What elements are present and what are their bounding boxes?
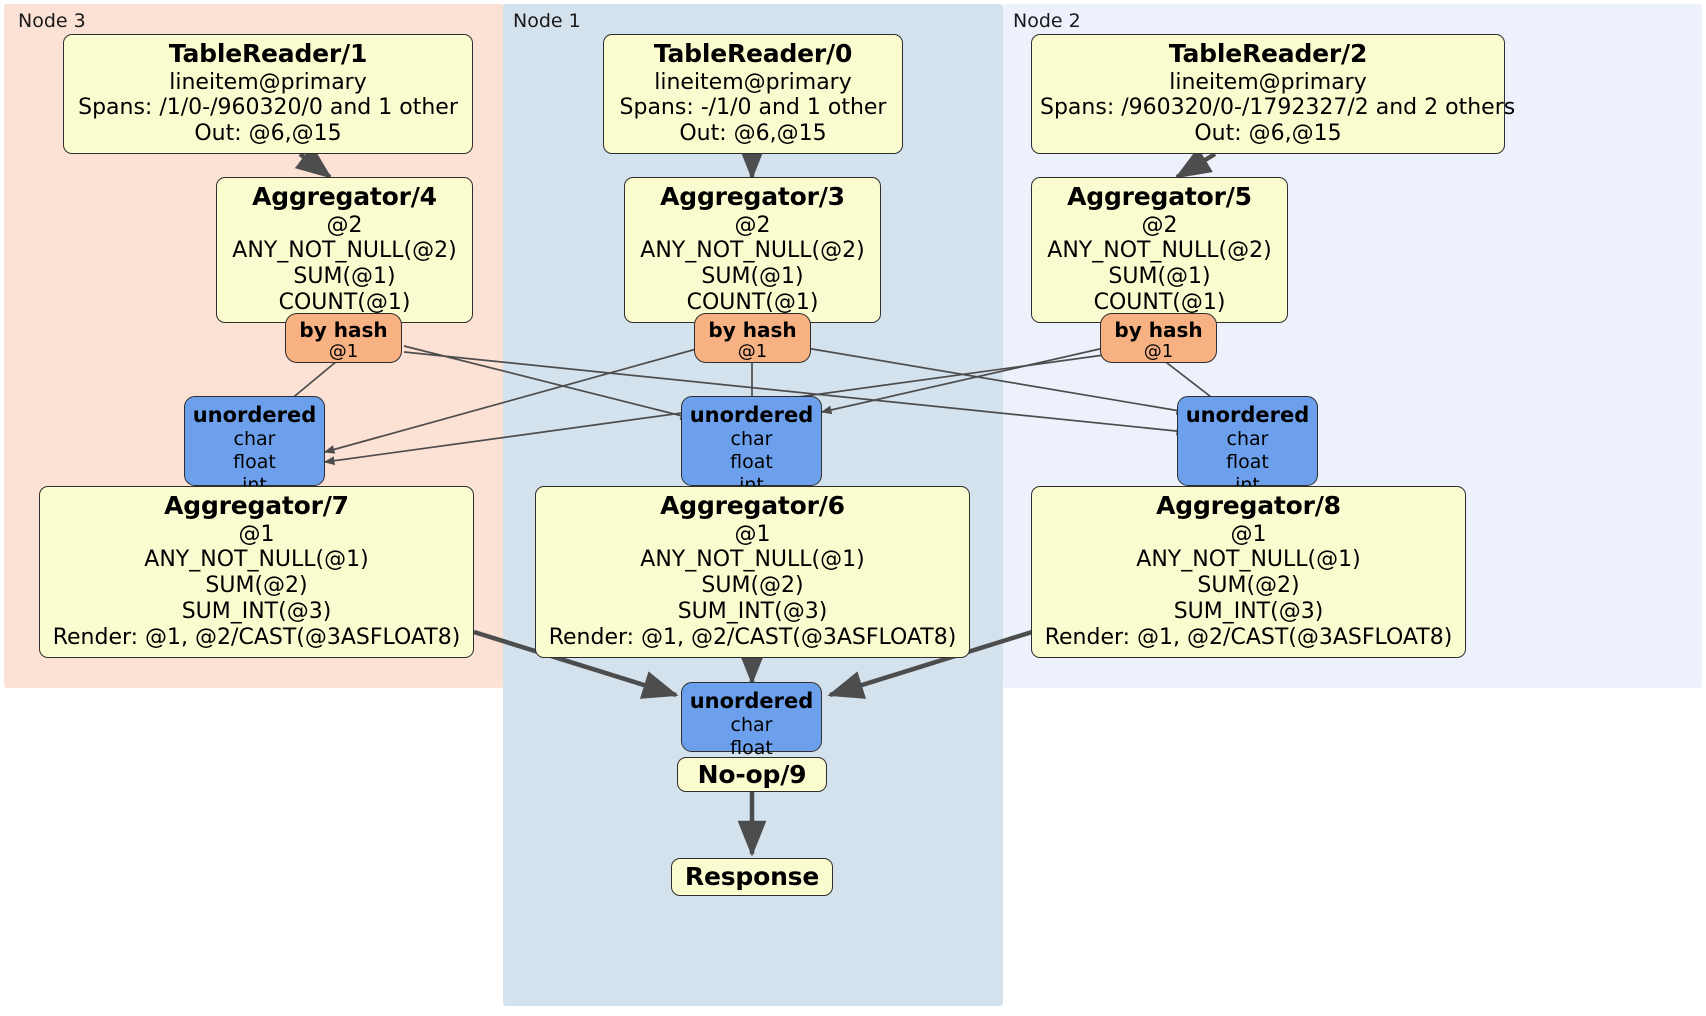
processor-line: Out: @6,@15 [679, 121, 827, 147]
processor-aggregator-3[interactable]: Aggregator/3 @2 ANY_NOT_NULL(@2) SUM(@1)… [624, 177, 881, 324]
sync-line: char [730, 428, 773, 451]
processor-title: Aggregator/4 [252, 182, 437, 211]
synchronizer-unordered-final[interactable]: unordered char float [681, 682, 822, 759]
processor-aggregator-6[interactable]: Aggregator/6 @1 ANY_NOT_NULL(@1) SUM(@2)… [535, 486, 970, 659]
processor-line: @2 [734, 212, 771, 238]
processor-title: Aggregator/5 [1067, 182, 1252, 211]
router-by-hash-node2[interactable]: by hash @1 [1100, 313, 1217, 363]
router-title: by hash [1114, 318, 1203, 342]
processor-line: Spans: /960320/0-/1792327/2 and 2 others [1040, 95, 1516, 121]
processor-title: TableReader/2 [1168, 39, 1368, 68]
node-label-node1: Node 1 [513, 10, 581, 32]
processor-tablereader-2[interactable]: TableReader/2 lineitem@primary Spans: /9… [1031, 34, 1516, 155]
processor-aggregator-4[interactable]: Aggregator/4 @2 ANY_NOT_NULL(@2) SUM(@1)… [216, 177, 473, 324]
sync-line: float [730, 450, 773, 473]
processor-line: COUNT(@1) [278, 290, 411, 316]
processor-line: @1 [1230, 521, 1267, 547]
sync-line: float [730, 736, 773, 759]
processor-line: SUM(@2) [1197, 573, 1300, 599]
processor-line: Out: @6,@15 [1194, 121, 1342, 147]
processor-line: @1 [238, 521, 275, 547]
sync-line: float [233, 450, 276, 473]
sync-line: char [730, 714, 773, 737]
processor-title: Aggregator/7 [164, 491, 349, 520]
sync-line: char [1226, 428, 1269, 451]
processor-line: Render: @1, @2/CAST(@3ASFLOAT8) [52, 625, 461, 651]
processor-line: lineitem@primary [1169, 69, 1367, 95]
processor-response[interactable]: Response [671, 858, 833, 896]
processor-line: SUM_INT(@3) [677, 599, 828, 625]
sync-title: unordered [689, 403, 814, 427]
processor-title: No-op/9 [697, 759, 807, 789]
node-label-node3: Node 3 [18, 10, 86, 32]
router-title: by hash [299, 318, 388, 342]
processor-line: ANY_NOT_NULL(@2) [1047, 238, 1272, 264]
sync-title: unordered [192, 403, 317, 427]
router-by-hash-node1[interactable]: by hash @1 [694, 313, 811, 363]
processor-noop-9[interactable]: No-op/9 [677, 757, 827, 792]
processor-title: Aggregator/3 [660, 182, 845, 211]
processor-line: lineitem@primary [169, 69, 367, 95]
processor-title: Aggregator/8 [1156, 491, 1341, 520]
processor-line: ANY_NOT_NULL(@2) [232, 238, 457, 264]
sync-title: unordered [1185, 403, 1310, 427]
processor-title: TableReader/1 [168, 39, 368, 68]
processor-line: SUM_INT(@3) [1173, 599, 1324, 625]
processor-line: Spans: -/1/0 and 1 other [619, 95, 887, 121]
processor-line: @1 [734, 521, 771, 547]
processor-line: ANY_NOT_NULL(@1) [640, 547, 865, 573]
processor-line: @2 [1141, 212, 1178, 238]
processor-title: Response [684, 862, 820, 892]
processor-aggregator-7[interactable]: Aggregator/7 @1 ANY_NOT_NULL(@1) SUM(@2)… [39, 486, 474, 659]
processor-line: ANY_NOT_NULL(@1) [1136, 547, 1361, 573]
processor-line: @2 [326, 212, 363, 238]
processor-aggregator-8[interactable]: Aggregator/8 @1 ANY_NOT_NULL(@1) SUM(@2)… [1031, 486, 1466, 659]
processor-tablereader-1[interactable]: TableReader/1 lineitem@primary Spans: /1… [63, 34, 473, 155]
processor-aggregator-5[interactable]: Aggregator/5 @2 ANY_NOT_NULL(@2) SUM(@1)… [1031, 177, 1288, 324]
processor-title: TableReader/0 [653, 39, 853, 68]
processor-line: ANY_NOT_NULL(@1) [144, 547, 369, 573]
processor-title: Aggregator/6 [660, 491, 845, 520]
processor-line: SUM(@1) [701, 264, 804, 290]
router-title: by hash [708, 318, 797, 342]
processor-line: lineitem@primary [654, 69, 852, 95]
sync-line: char [233, 428, 276, 451]
synchronizer-unordered-node1[interactable]: unordered char float int [681, 396, 822, 496]
processor-line: Render: @1, @2/CAST(@3ASFLOAT8) [548, 625, 957, 651]
processor-line: SUM_INT(@3) [181, 599, 332, 625]
processor-line: SUM(@2) [205, 573, 308, 599]
router-line: @1 [328, 341, 359, 362]
processor-line: ANY_NOT_NULL(@2) [640, 238, 865, 264]
router-line: @1 [737, 341, 768, 362]
processor-line: Spans: /1/0-/960320/0 and 1 other [78, 95, 458, 121]
synchronizer-unordered-node3[interactable]: unordered char float int [184, 396, 325, 496]
processor-tablereader-0[interactable]: TableReader/0 lineitem@primary Spans: -/… [603, 34, 903, 155]
processor-line: SUM(@2) [701, 573, 804, 599]
sync-title: unordered [689, 689, 814, 713]
processor-line: COUNT(@1) [1093, 290, 1226, 316]
processor-line: SUM(@1) [1108, 264, 1211, 290]
node-label-node2: Node 2 [1013, 10, 1081, 32]
sync-line: float [1226, 450, 1269, 473]
router-by-hash-node3[interactable]: by hash @1 [285, 313, 402, 363]
synchronizer-unordered-node2[interactable]: unordered char float int [1177, 396, 1318, 496]
processor-line: Render: @1, @2/CAST(@3ASFLOAT8) [1044, 625, 1453, 651]
processor-line: Out: @6,@15 [194, 121, 342, 147]
processor-line: COUNT(@1) [686, 290, 819, 316]
router-line: @1 [1143, 341, 1174, 362]
processor-line: SUM(@1) [293, 264, 396, 290]
